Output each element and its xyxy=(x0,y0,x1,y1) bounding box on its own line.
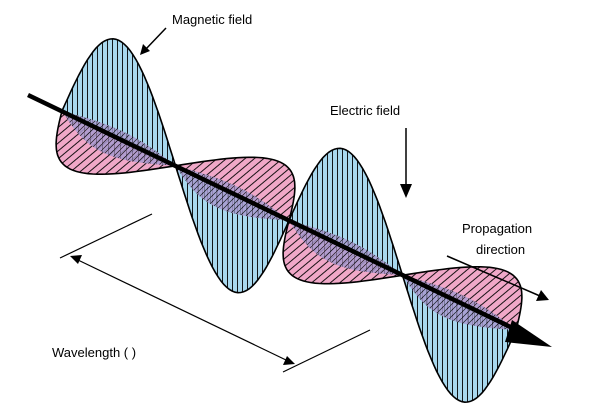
propagation-label-line2: direction xyxy=(476,242,525,257)
magnetic-field-pointer-head xyxy=(140,44,150,55)
electric-field-label: Electric field xyxy=(330,103,400,118)
magnetic-field-pointer xyxy=(144,27,167,51)
propagation-axis xyxy=(27,92,526,337)
magnetic-field-label: Magnetic field xyxy=(172,12,252,27)
propagation-arrowhead xyxy=(505,320,552,347)
wavelength-label: Wavelength ( ) xyxy=(52,345,136,360)
wavelength-arrowhead-right xyxy=(283,356,295,365)
propagation-direction-arrowhead xyxy=(536,290,549,301)
wavelength-arrowhead-left xyxy=(70,255,82,264)
magnetic-field-lobe xyxy=(60,37,177,168)
propagation-label-line1: Propagation xyxy=(462,221,532,236)
wavelength-dimension-line xyxy=(77,259,287,361)
electric-field-pointer-head xyxy=(400,184,412,198)
wavelength-extension-left xyxy=(59,213,153,259)
wavelength-extension-right xyxy=(282,329,371,373)
magnetic-field-lobe xyxy=(287,147,404,277)
propagation-direction-arrow xyxy=(446,255,541,297)
